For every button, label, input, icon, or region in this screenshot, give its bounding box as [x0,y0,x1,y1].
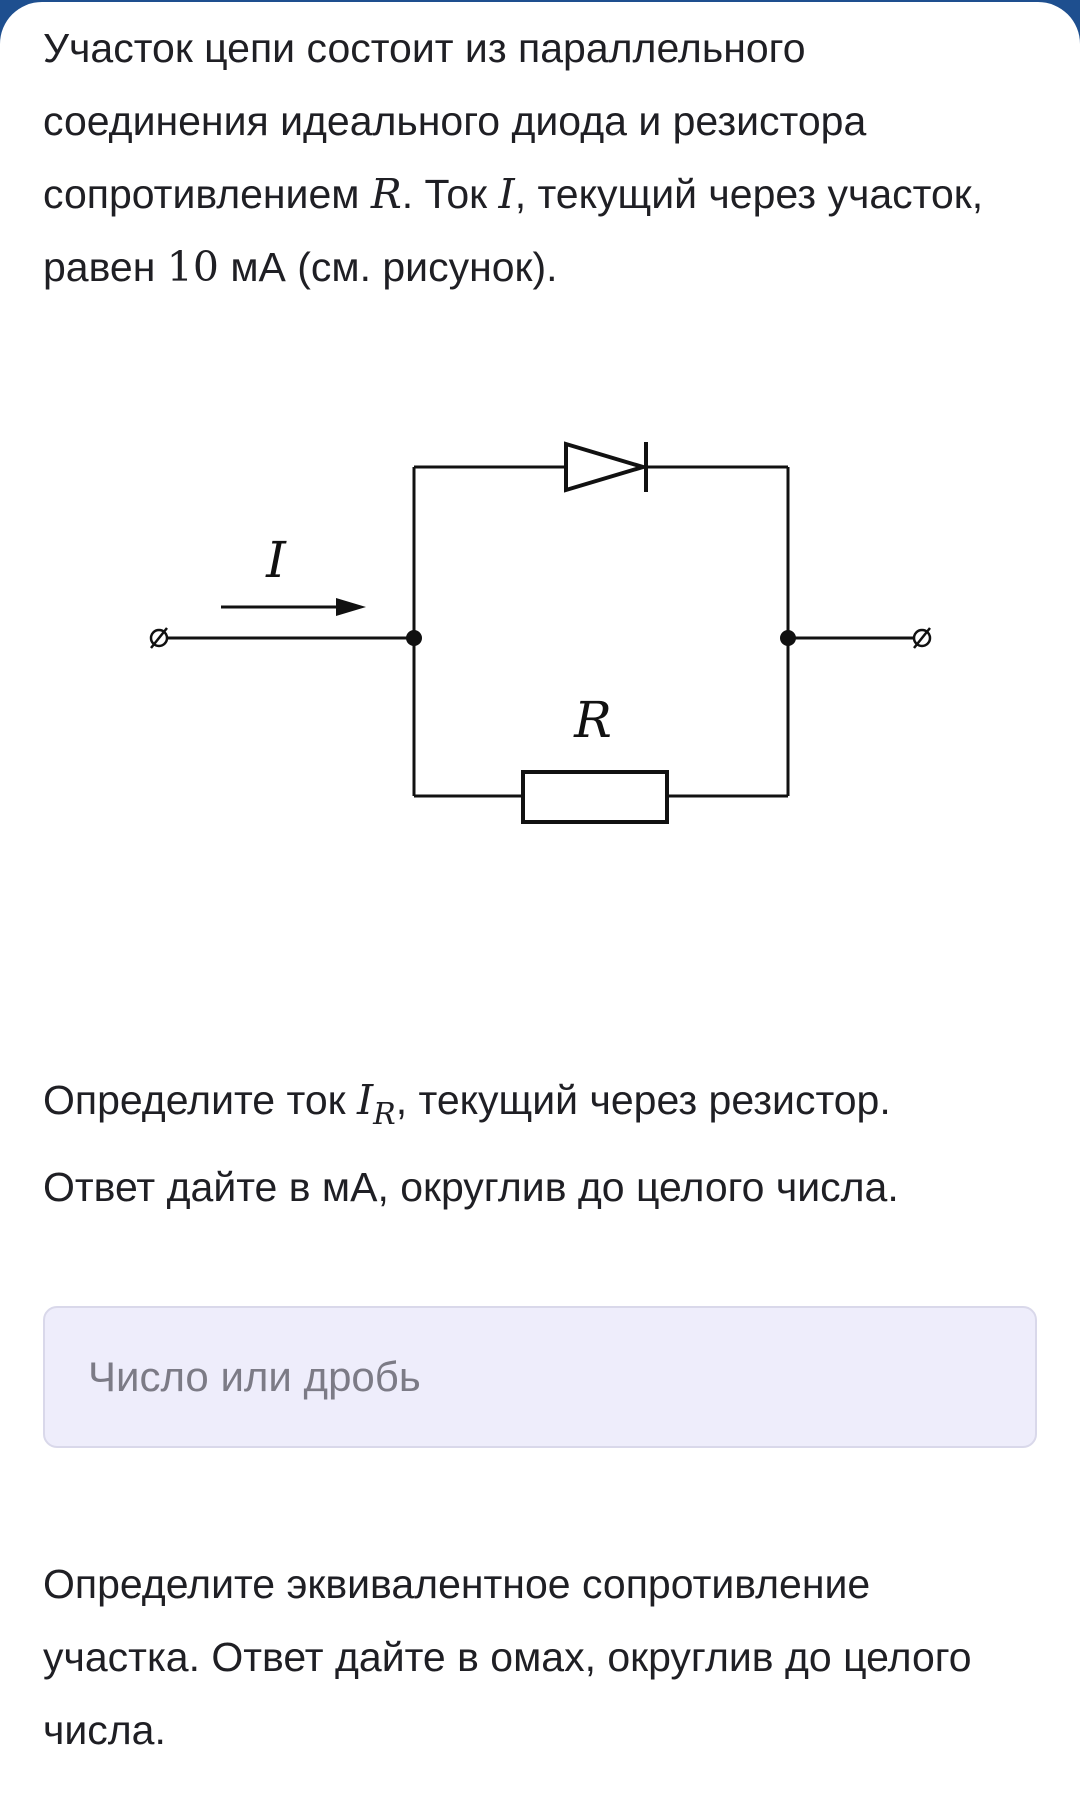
problem-line-2: соединения идеального диода и резистора [43,98,867,144]
problem-line-4-start: равен [43,244,167,290]
answer-field-1[interactable] [43,1306,1037,1448]
problem-statement: Участок цепи состоит из параллельного со… [43,12,1053,304]
resistor-label: R [573,691,612,749]
right-junction-node [780,630,796,646]
diode-symbol [564,441,650,493]
circuit-diagram: I R [149,441,932,824]
resistor-current-symbol: I [356,1076,374,1124]
resistor-symbol [521,770,669,824]
question-2-line-3: числа. [43,1707,166,1753]
problem-line-4-end: мА (см. рисунок). [218,244,558,290]
output-terminal [912,627,932,649]
problem-line-3-mid: . Ток [401,171,499,217]
question-1-start: Определите ток [43,1077,357,1123]
question-2: Определите эквивалентное сопротивление у… [43,1548,1053,1767]
question-1-end: , текущий через резистор. [395,1077,891,1123]
current-arrow [221,598,366,616]
current-symbol: I [498,170,515,218]
input-terminal [149,627,169,649]
problem-line-3-start: сопротивлением [43,171,371,217]
resistor-current-subscript: R [373,1097,396,1132]
question-1: Определите ток IR, текущий через резисто… [43,1064,1053,1224]
question-2-line-1: Определите эквивалентное сопротивление [43,1561,871,1607]
left-junction-node [406,630,422,646]
resistance-symbol: R [370,170,402,218]
problem-line-1: Участок цепи состоит из параллельного [43,25,806,71]
answer-input-1[interactable] [45,1308,1035,1446]
question-1-instructions: Ответ дайте в мА, округлив до целого чис… [43,1164,899,1210]
current-value: 10 [166,243,219,291]
question-2-line-2: участка. Ответ дайте в омах, округлив до… [43,1634,972,1680]
current-label: I [265,531,287,589]
problem-line-3-end: , текущий через участок, [514,171,984,217]
